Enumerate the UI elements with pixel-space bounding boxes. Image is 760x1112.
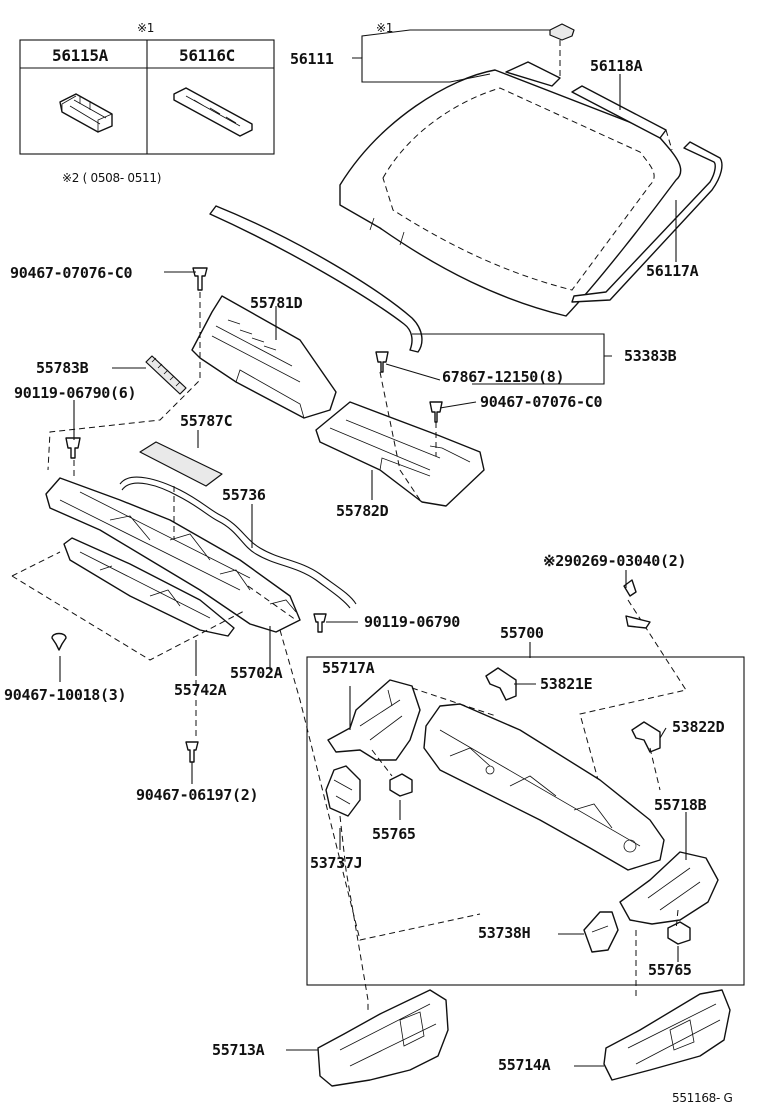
bracket-53821e xyxy=(485,667,517,701)
inset-note-marker: ※1 xyxy=(137,21,155,35)
label-55702a: 55702A xyxy=(230,664,283,682)
label-290269-03040: ※290269-03040(2) xyxy=(543,552,687,570)
clip-67867-icon xyxy=(375,351,389,373)
inset-col1-part: 56115A xyxy=(52,46,108,65)
cowl-panel-55702a xyxy=(45,477,301,633)
label-55765-b: 55765 xyxy=(648,961,692,979)
label-90467-06197: 90467-06197(2) xyxy=(136,786,259,804)
label-55700: 55700 xyxy=(500,624,544,642)
label-90467-10018: 90467-10018(3) xyxy=(4,686,127,704)
strip-56116c-icon xyxy=(173,87,253,137)
label-67867-12150: 67867-12150(8) xyxy=(442,368,565,386)
clip-290269-icon xyxy=(623,579,651,629)
cowl-brace-55700 xyxy=(423,703,665,871)
label-56118a: 56118A xyxy=(590,57,643,75)
bracket-55718b xyxy=(619,851,719,925)
diagram-code: 551168- G xyxy=(672,1091,733,1105)
label-55713a: 55713A xyxy=(212,1041,265,1059)
bracket-53822d xyxy=(631,721,661,753)
label-55717a: 55717A xyxy=(322,659,375,677)
clip-90119-06790-icon xyxy=(313,613,327,633)
bracket-55765-a xyxy=(389,773,413,797)
seal-55783b xyxy=(145,355,187,395)
clip-90467-07076-b-icon xyxy=(429,401,443,423)
bracket-53737j xyxy=(325,765,361,817)
seal-55736 xyxy=(119,476,357,609)
windshield-glass xyxy=(339,69,682,317)
label-55718b: 55718B xyxy=(654,796,707,814)
subassembly-box-55700 xyxy=(306,656,745,986)
label-56111: 56111 xyxy=(290,50,334,68)
label-55765-a: 55765 xyxy=(372,825,416,843)
label-53738h: 53738H xyxy=(478,924,531,942)
cowl-top-55782d xyxy=(315,401,485,507)
label-55787c: 55787C xyxy=(180,412,233,430)
molding-56118a xyxy=(505,40,673,151)
label-53821e: 53821E xyxy=(540,675,593,693)
label-55736: 55736 xyxy=(222,486,266,504)
cowl-top-55781d xyxy=(191,295,337,419)
label-90467-07076-c0-b: 90467-07076-C0 xyxy=(480,393,603,411)
label-56117a: 56117A xyxy=(646,262,699,280)
bracket-53738h xyxy=(583,911,619,953)
bracket-55714a xyxy=(603,989,731,1081)
inset-col2-part: 56116C xyxy=(179,46,235,65)
label-90119-06790: 90119-06790 xyxy=(364,613,461,631)
label-55783b: 55783B xyxy=(36,359,89,377)
clip-56115a-icon xyxy=(59,93,113,133)
label-55781d: 55781D xyxy=(250,294,303,312)
panel-55742a xyxy=(63,537,235,637)
bracket-55713a xyxy=(317,989,449,1087)
label-90119-06790-6: 90119-06790(6) xyxy=(14,384,137,402)
label-55714a: 55714A xyxy=(498,1056,551,1074)
clip-90467-06197-icon xyxy=(185,741,199,763)
clip-90467-10018-icon xyxy=(51,632,67,651)
molding-56117a xyxy=(571,141,723,303)
clip-90119-6-icon xyxy=(65,437,81,459)
inset-table xyxy=(19,39,275,155)
bracket-55717a xyxy=(327,679,421,761)
label-53737j: 53737J xyxy=(310,854,363,872)
clip-note1-icon xyxy=(549,23,575,41)
pad-55787c xyxy=(139,441,223,487)
clip-90467-07076-a-icon xyxy=(192,267,208,291)
label-53822d: 53822D xyxy=(672,718,725,736)
bracket-55765-b xyxy=(667,921,691,945)
weatherstrip-53383b xyxy=(209,205,423,353)
label-53383b: 53383B xyxy=(624,347,677,365)
label-55782d: 55782D xyxy=(336,502,389,520)
inset-footnote: ※2 ( 0508- 0511) xyxy=(62,171,162,185)
label-56111-note: ※1 xyxy=(376,21,394,35)
label-55742a: 55742A xyxy=(174,681,227,699)
label-90467-07076-c0-a: 90467-07076-C0 xyxy=(10,264,133,282)
leader-lines xyxy=(59,29,687,1067)
